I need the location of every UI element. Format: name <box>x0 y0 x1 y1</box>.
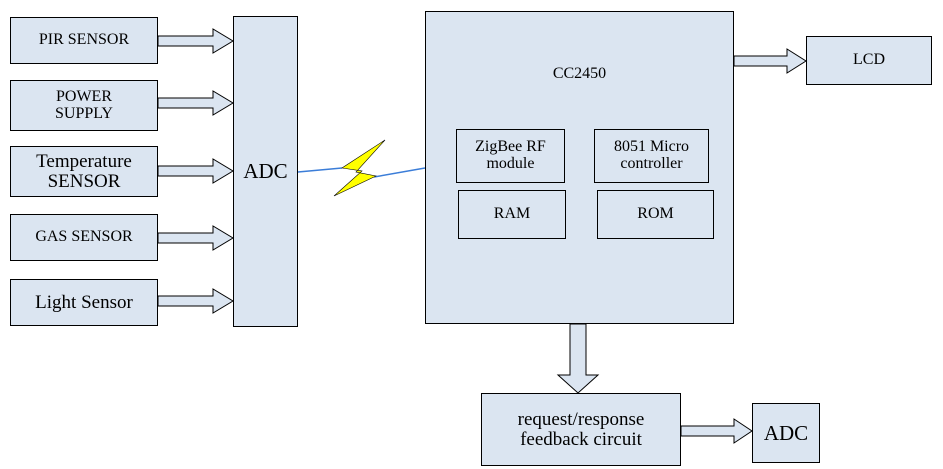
lcd-label: LCD <box>853 51 885 69</box>
gas-sensor-box: GAS SENSOR <box>10 214 158 261</box>
arrow-cc2450-to-feedback <box>556 323 600 394</box>
temperature-sensor-label: Temperature SENSOR <box>36 150 132 192</box>
adc-right-label: ADC <box>763 420 809 445</box>
adc-right-box: ADC <box>752 403 820 463</box>
temperature-sensor-box: Temperature SENSOR <box>10 146 158 197</box>
cc2450-box: CC2450 ZigBee RF module 8051 Micro contr… <box>425 11 734 324</box>
ram-box: RAM <box>458 190 566 239</box>
arrow-temp-to-adc <box>157 158 234 184</box>
feedback-circuit-label: request/response feedback circuit <box>517 408 645 450</box>
light-sensor-label: Light Sensor <box>35 291 133 313</box>
arrow-gas-to-adc <box>157 225 234 251</box>
zigbee-module-label: ZigBee RF module <box>475 138 546 172</box>
ram-label: RAM <box>493 205 531 223</box>
microcontroller-label: 8051 Micro controller <box>613 138 690 172</box>
microcontroller-box: 8051 Micro controller <box>594 129 709 183</box>
arrow-light-to-adc <box>157 288 234 314</box>
power-supply-box: POWER SUPPLY <box>10 80 158 131</box>
feedback-circuit-box: request/response feedback circuit <box>481 393 681 466</box>
rom-box: ROM <box>597 190 714 239</box>
light-sensor-box: Light Sensor <box>10 279 158 326</box>
rom-label: ROM <box>637 205 674 223</box>
arrow-power-to-adc <box>157 90 234 116</box>
pir-sensor-label: PIR SENSOR <box>38 31 130 49</box>
adc-left-box: ADC <box>233 16 298 327</box>
cc2450-title: CC2450 <box>552 64 607 82</box>
gas-sensor-label: GAS SENSOR <box>35 228 133 246</box>
zigbee-module-box: ZigBee RF module <box>456 129 565 183</box>
lightning-bolt-icon <box>333 139 386 197</box>
power-supply-label: POWER SUPPLY <box>55 87 113 122</box>
wireless-link-left <box>297 167 343 173</box>
arrow-pir-to-adc <box>157 28 234 54</box>
arrow-cc2450-to-lcd <box>733 48 807 74</box>
pir-sensor-box: PIR SENSOR <box>10 17 158 64</box>
lcd-box: LCD <box>806 36 932 85</box>
wireless-link-right <box>373 167 426 178</box>
adc-left-label: ADC <box>243 159 288 184</box>
arrow-feedback-to-adc <box>680 418 753 444</box>
